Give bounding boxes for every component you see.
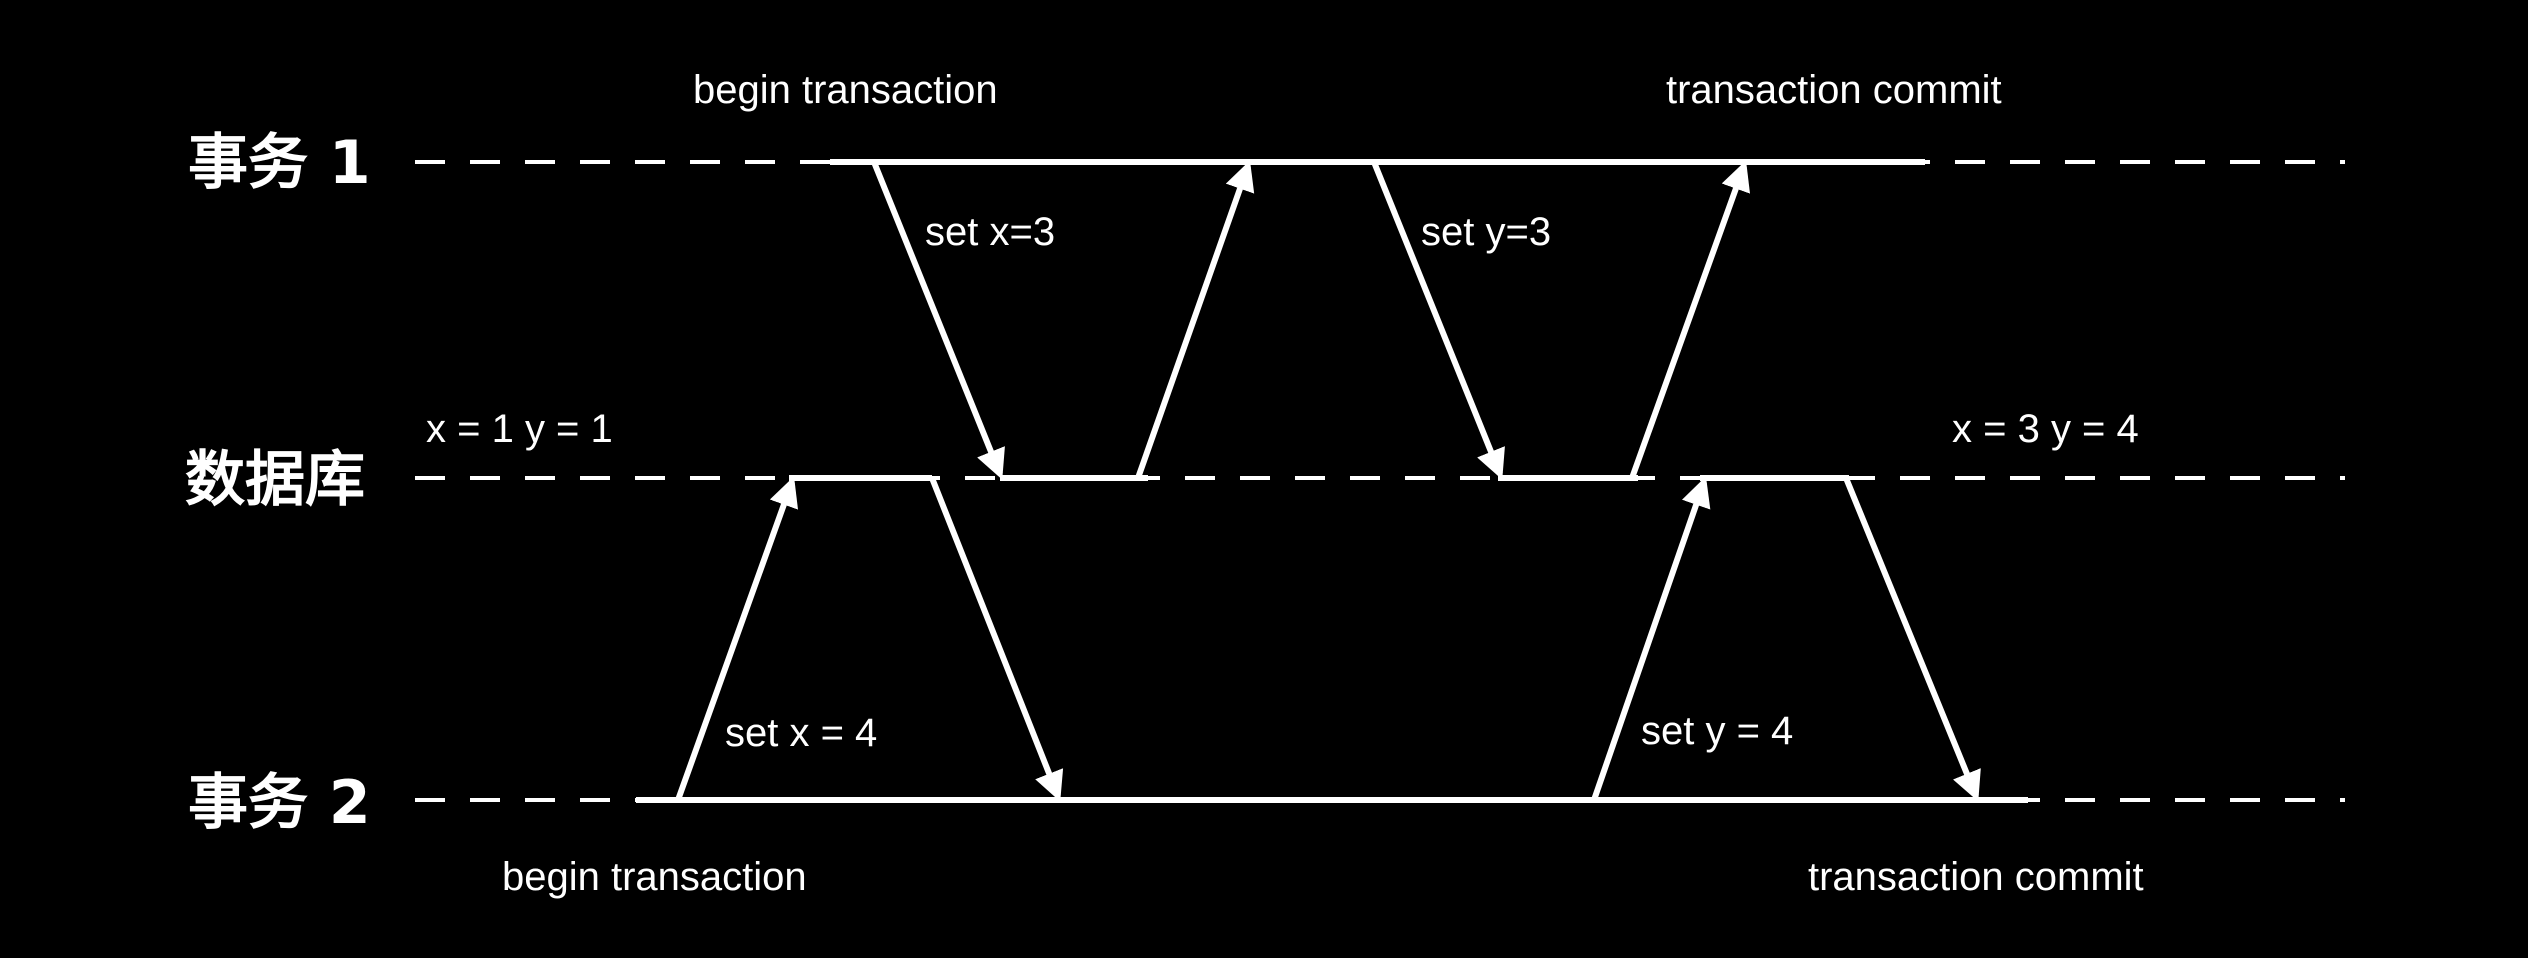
- txn1-begin-label: begin transaction: [693, 68, 998, 112]
- arrow-txn2-set-y-request: [1591, 476, 1711, 801]
- txn1-set-x-label: set x=3: [925, 210, 1055, 254]
- lane-label-database: 数据库: [185, 445, 365, 515]
- txn2-commit-label: transaction commit: [1808, 855, 2144, 899]
- txn1-commit-label: transaction commit: [1666, 68, 2002, 112]
- txn2-set-x-label: set x = 4: [725, 711, 877, 755]
- lane-label-transaction-1: 事务 1: [188, 128, 371, 198]
- txn2-begin-label: begin transaction: [502, 855, 807, 899]
- txn2-set-y-label: set y = 4: [1641, 709, 1793, 753]
- arrow-txn2-set-x-request: [675, 476, 799, 802]
- arrow-txn1-set-x-response: [1135, 160, 1255, 479]
- db-initial-state: x = 1 y = 1: [426, 407, 613, 451]
- arrow-txn1-set-x-request: [871, 160, 1005, 480]
- txn1-set-y-label: set y=3: [1421, 210, 1551, 254]
- arrow-txn2-set-y-response: [1843, 476, 1981, 802]
- arrow-txn1-set-y-response: [1629, 160, 1751, 480]
- db-final-state: x = 3 y = 4: [1952, 407, 2139, 451]
- arrow-txn2-set-x-response: [929, 476, 1064, 802]
- lane-label-transaction-2: 事务 2: [188, 768, 371, 838]
- arrow-txn1-set-y-request: [1371, 160, 1505, 480]
